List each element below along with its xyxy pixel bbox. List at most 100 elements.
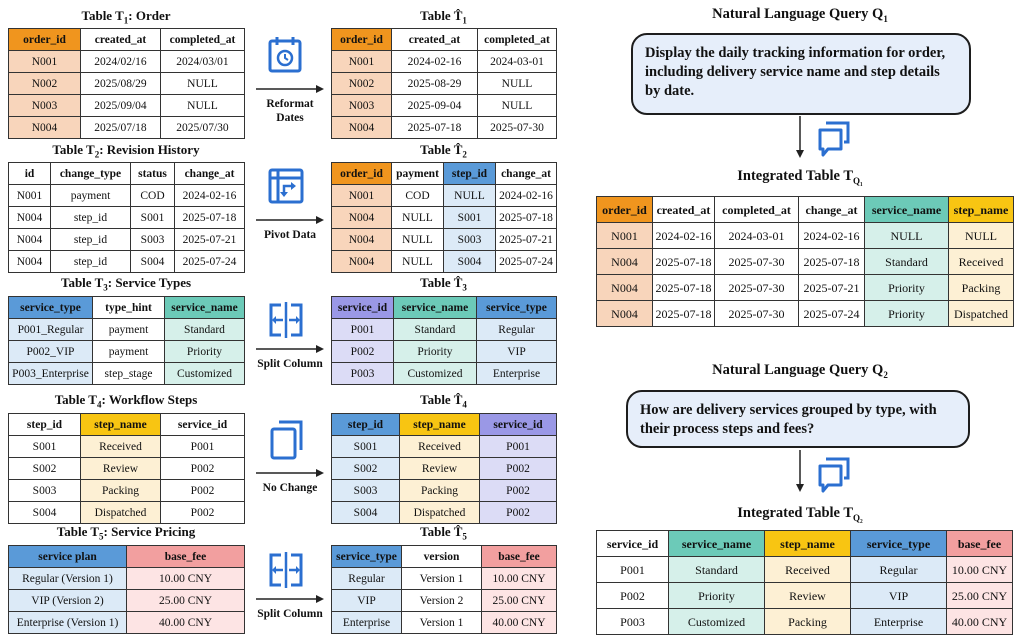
- table-cell: NULL: [443, 184, 496, 207]
- table-row: VIP (Version 2)25.00 CNY: [8, 589, 245, 612]
- table-cell: 2025-07-30: [477, 116, 557, 139]
- table-cell: P002: [331, 340, 394, 363]
- table-cell: S004: [130, 250, 175, 273]
- table-cell: N001: [331, 184, 392, 207]
- column-header: service_name: [668, 530, 765, 557]
- no-change-label: No Change: [262, 482, 318, 494]
- table-cell: 10.00 CNY: [481, 567, 557, 590]
- table-cell: S003: [331, 479, 400, 502]
- table-cell: 2025/07/30: [160, 116, 245, 139]
- table-t4-hat-title: Table T̂4: [420, 392, 467, 410]
- table-cell: Standard: [164, 318, 245, 341]
- column-header: service_type: [8, 296, 93, 319]
- column-header: id: [8, 162, 51, 185]
- chat-bubbles-icon: [818, 457, 850, 493]
- table-cell: P002: [160, 479, 245, 502]
- table-cell: 2025-07-18: [798, 248, 865, 275]
- table-cell: 2025-07-30: [714, 274, 799, 301]
- split-column-icon: [269, 552, 303, 588]
- table-row: Regular (Version 1)10.00 CNY: [8, 567, 245, 590]
- table-cell: S002: [8, 457, 81, 480]
- transform-arrow: [256, 216, 324, 224]
- table-cell: payment: [92, 340, 165, 363]
- table-cell: COD: [130, 184, 175, 207]
- table-cell: N002: [331, 72, 392, 95]
- table-cell: Received: [399, 435, 480, 458]
- table-cell: S002: [331, 457, 400, 480]
- table-t4-title: Table T4: Workflow Steps: [54, 392, 198, 410]
- table-cell: 10.00 CNY: [946, 556, 1013, 583]
- table-t5-title: Table T5: Service Pricing: [56, 524, 196, 542]
- table-cell: Customized: [164, 362, 245, 385]
- table-cell: P001: [160, 435, 245, 458]
- column-header: completed_at: [160, 28, 245, 51]
- column-header: service_name: [393, 296, 477, 319]
- table-cell: 25.00 CNY: [481, 589, 557, 612]
- query-1-title: Natural Language Query Q1: [712, 6, 888, 24]
- column-header: service_name: [864, 196, 949, 223]
- transform-arrow: [256, 345, 324, 353]
- table-cell: 2025-07-18: [652, 300, 715, 327]
- table-cell: NULL: [391, 250, 444, 273]
- table-cell: Priority: [164, 340, 245, 363]
- reformat-dates-label: Reformat Dates: [266, 98, 314, 124]
- column-header: completed_at: [477, 28, 557, 51]
- table-row: Enterprise (Version 1)40.00 CNY: [8, 611, 245, 634]
- table-cell: Priority: [668, 582, 765, 609]
- table-cell: Priority: [864, 274, 949, 301]
- table-cell: N004: [331, 250, 392, 273]
- column-header: created_at: [391, 28, 478, 51]
- table-cell: Regular: [850, 556, 947, 583]
- column-header: order_id: [331, 162, 392, 185]
- table-cell: Dispatched: [80, 501, 161, 524]
- table-cell: Regular: [331, 567, 402, 590]
- table-cell: P001: [331, 318, 394, 341]
- transform-arrow: [256, 85, 324, 93]
- table-cell: Customized: [393, 362, 477, 385]
- table-cell: N004: [8, 116, 81, 139]
- table-cell: Version 1: [401, 567, 482, 590]
- column-header: step_name: [764, 530, 851, 557]
- column-header: step_name: [399, 413, 480, 436]
- table-cell: N004: [596, 248, 653, 275]
- table-cell: Priority: [864, 300, 949, 327]
- query-2-box: How are delivery services grouped by typ…: [626, 390, 970, 448]
- table-cell: step_id: [50, 228, 131, 251]
- table-cell: P002: [160, 457, 245, 480]
- table-t1-title: Table T1: Order: [81, 8, 171, 26]
- table-cell: P002: [479, 479, 557, 502]
- column-header: step_id: [331, 413, 400, 436]
- table-cell: Review: [80, 457, 161, 480]
- table-cell: NULL: [391, 206, 444, 229]
- table-cell: step_id: [50, 206, 131, 229]
- column-header: version: [401, 545, 482, 568]
- table-t1-hat-title: Table T̂1: [420, 8, 467, 26]
- column-header: base_fee: [946, 530, 1013, 557]
- table-cell: N001: [596, 222, 653, 249]
- query-arrow: [796, 116, 804, 158]
- table-cell: NULL: [864, 222, 949, 249]
- table-cell: P001_Regular: [8, 318, 93, 341]
- copy-icon: [270, 420, 303, 460]
- table-cell: N002: [8, 72, 81, 95]
- column-header: change_at: [174, 162, 245, 185]
